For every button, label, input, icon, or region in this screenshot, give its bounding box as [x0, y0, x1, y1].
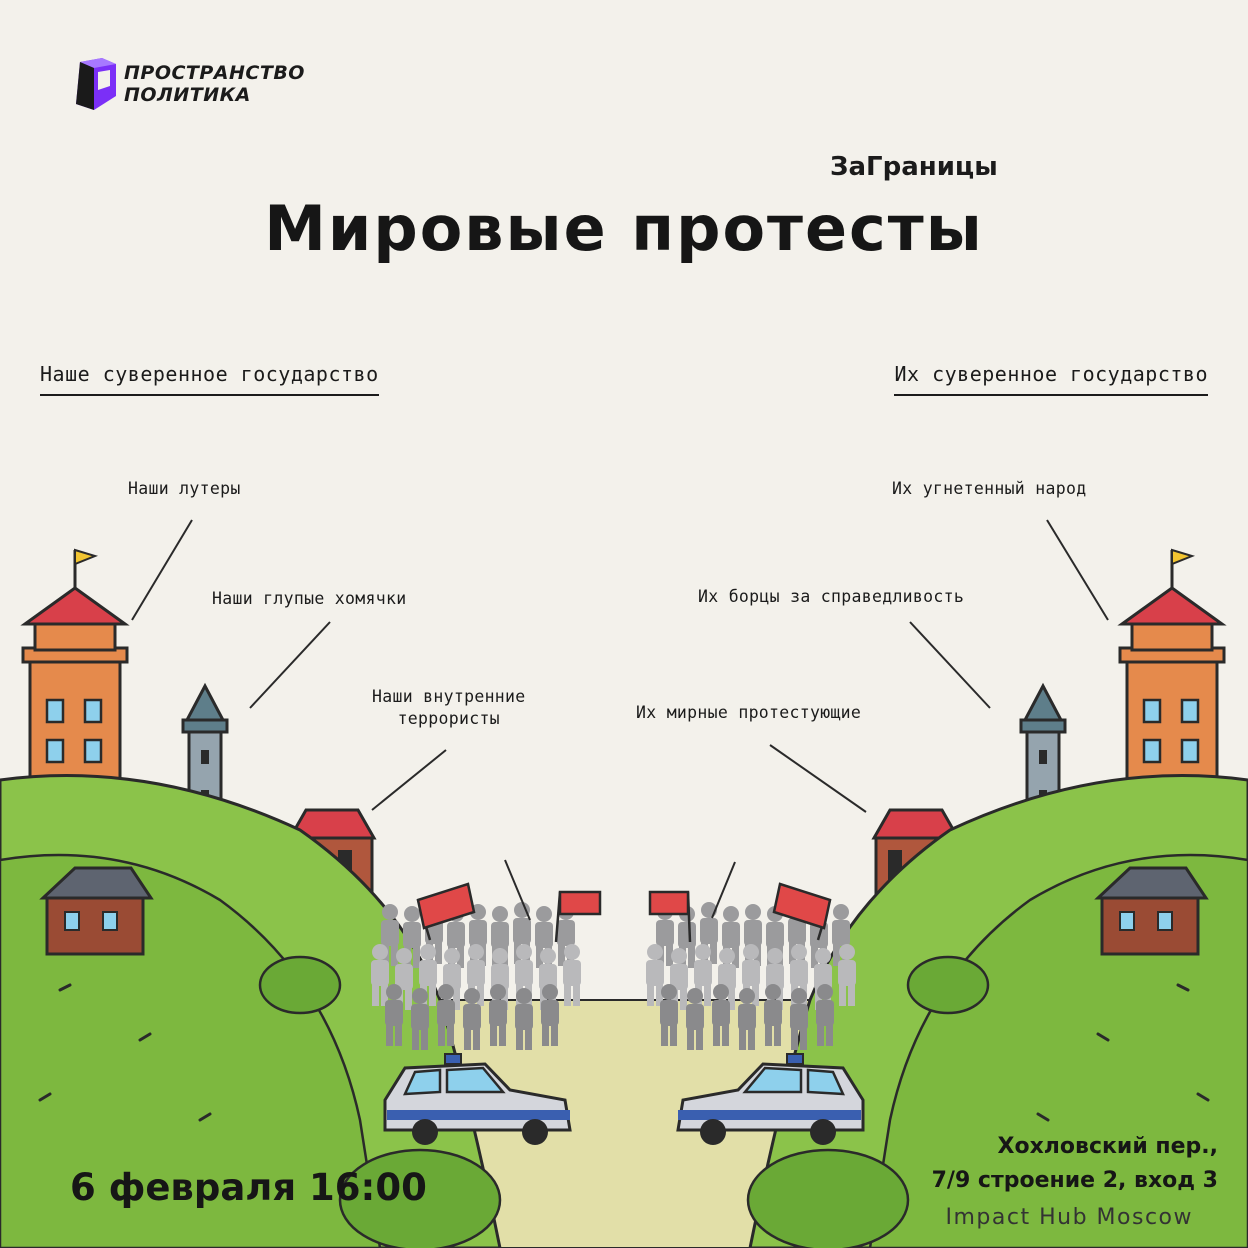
event-address: Хохловский пер., 7/9 строение 2, вход 3: [932, 1130, 1218, 1198]
label-left-hamsters: Наши глупые хомячки: [212, 589, 407, 608]
event-title-text: Мировые протесты: [264, 192, 984, 265]
event-date: 6 февраля 16:00: [70, 1166, 427, 1209]
label-left-looters: Наши лутеры: [128, 479, 241, 498]
series-name: ЗаГраницы: [830, 152, 998, 182]
brand-line-1: ПРОСТРАНСТВО: [124, 62, 305, 84]
cube-p-logo-icon: [76, 58, 116, 110]
event-venue: Impact Hub Moscow: [945, 1205, 1193, 1230]
event-title: Мировые протесты: [0, 192, 1248, 265]
brand-logo: ПРОСТРАНСТВО ПОЛИТИКА: [72, 56, 332, 116]
left-heading: Наше суверенное государство: [40, 362, 379, 396]
right-heading: Их суверенное государство: [894, 362, 1208, 396]
label-right-peaceful: Их мирные протестующие: [636, 703, 862, 722]
label-right-oppressed: Их угнетенный народ: [892, 479, 1087, 498]
label-left-terrorists: Наши внутренние террористы: [372, 687, 526, 728]
brand-name: ПРОСТРАНСТВО ПОЛИТИКА: [124, 62, 305, 106]
brand-line-2: ПОЛИТИКА: [124, 84, 251, 106]
address-line-2: 7/9 строение 2, вход 3: [931, 1168, 1218, 1193]
address-line-1: Хохловский пер.,: [997, 1134, 1218, 1159]
label-right-fighters: Их борцы за справедливость: [698, 587, 965, 606]
